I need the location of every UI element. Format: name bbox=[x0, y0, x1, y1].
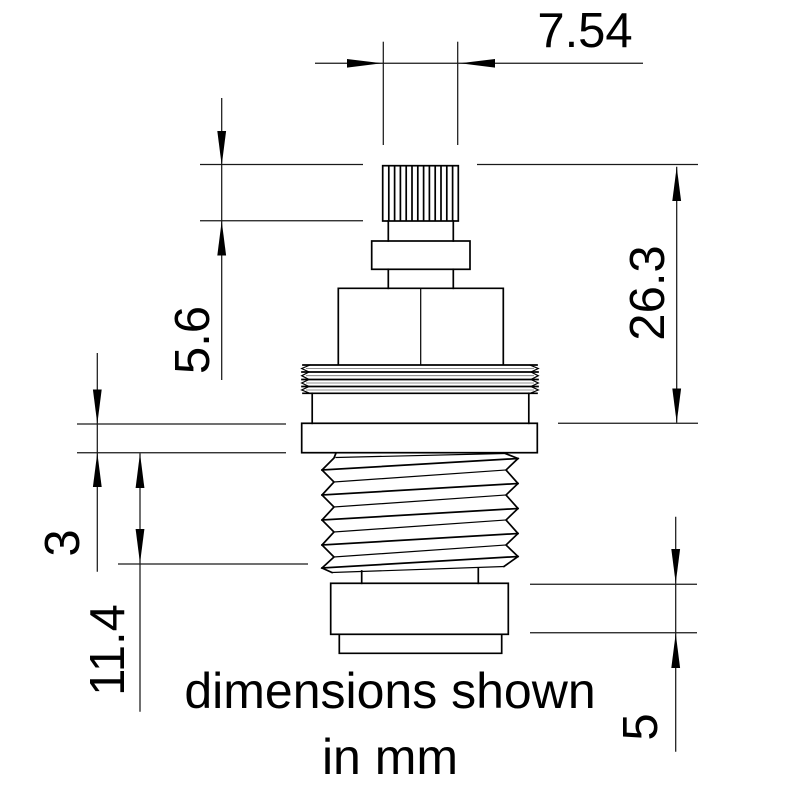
smooth-section bbox=[311, 392, 530, 425]
flange bbox=[300, 422, 539, 454]
arrow-down-icon bbox=[135, 529, 145, 564]
arrow-down-icon bbox=[92, 389, 102, 424]
ridge-left-serration bbox=[300, 364, 311, 395]
dimension-arrows bbox=[92, 59, 682, 668]
caption-line-2: in mm bbox=[322, 729, 458, 785]
arrow-up-icon bbox=[671, 633, 681, 668]
thread-crest bbox=[321, 457, 519, 471]
base-cylinder bbox=[329, 582, 510, 636]
thread-bottom bbox=[331, 565, 505, 574]
dimension-label-spline-height: 5.6 bbox=[166, 306, 220, 374]
arrow-down-icon bbox=[672, 388, 682, 423]
arrow-up-icon bbox=[135, 453, 145, 488]
spline-shaft bbox=[381, 164, 460, 222]
arrow-down-icon bbox=[217, 131, 227, 166]
arrow-right-icon bbox=[347, 59, 382, 68]
thread-root bbox=[333, 494, 507, 508]
thread-crest bbox=[321, 532, 519, 546]
thread-left-edge bbox=[320, 451, 338, 574]
thread-crest bbox=[321, 507, 519, 521]
valve-part bbox=[300, 164, 540, 655]
arrow-left-icon bbox=[460, 59, 495, 68]
thread-root bbox=[333, 519, 507, 533]
dimension-label-flange-thickness: 3 bbox=[36, 529, 90, 556]
thread-root bbox=[335, 452, 505, 459]
neck bbox=[360, 567, 480, 585]
thread-root bbox=[333, 469, 507, 483]
hex-body bbox=[337, 287, 505, 365]
dimension-label-overall-height: 26.3 bbox=[621, 245, 675, 340]
thread-section bbox=[320, 451, 520, 574]
dimension-label-spline-width: 7.54 bbox=[537, 4, 632, 58]
thread-root bbox=[333, 544, 507, 558]
base-cap bbox=[338, 633, 503, 655]
dimension-lines bbox=[77, 41, 698, 752]
dimension-label-base-height: 5 bbox=[614, 713, 668, 740]
spline-lines bbox=[387, 165, 454, 222]
arrow-up-icon bbox=[92, 452, 102, 487]
collar bbox=[370, 240, 471, 271]
upper-stem bbox=[387, 220, 455, 242]
arrow-up-icon bbox=[672, 166, 682, 201]
lower-stem bbox=[387, 268, 455, 290]
caption-line-1: dimensions shown bbox=[184, 663, 595, 719]
spline-shaft-outline bbox=[381, 164, 460, 222]
ridge-right-serration bbox=[529, 364, 540, 395]
thread-crest bbox=[321, 555, 519, 569]
dimension-label-thread-length: 11.4 bbox=[81, 604, 135, 696]
thread-crest bbox=[321, 482, 519, 496]
ridge-band bbox=[300, 364, 540, 395]
arrow-up-icon bbox=[217, 221, 227, 256]
arrow-down-icon bbox=[671, 549, 681, 584]
dimension-labels: 7.54 26.3 5.6 3 11.4 5 dimensions shown … bbox=[36, 4, 675, 785]
